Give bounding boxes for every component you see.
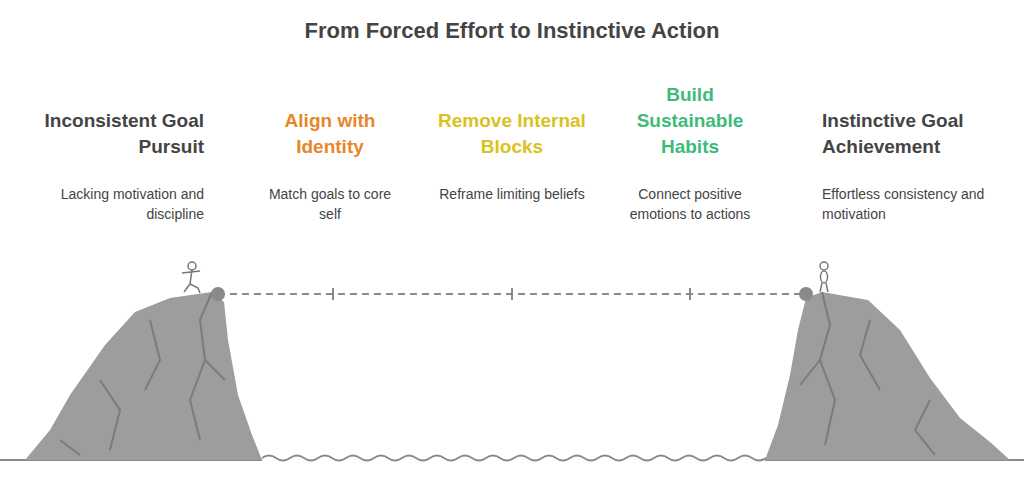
- step-heading: Align with Identity: [265, 108, 395, 160]
- bridge-start-dot: [211, 287, 225, 301]
- step-heading: Remove Internal Blocks: [432, 108, 592, 160]
- diagram-title: From Forced Effort to Instinctive Action: [0, 18, 1024, 44]
- bridge-end-dot: [799, 287, 813, 301]
- step-description: Match goals to core self: [265, 184, 395, 224]
- right-cliff: [765, 292, 1010, 460]
- step-heading: Instinctive Goal Achievement: [822, 108, 998, 160]
- walking-figure: [182, 262, 200, 293]
- dashed-bridge: [218, 288, 806, 300]
- step-heading: Inconsistent Goal Pursuit: [28, 108, 204, 160]
- step-description: Lacking motivation and discipline: [28, 184, 204, 224]
- step-description: Reframe limiting beliefs: [432, 184, 592, 204]
- step-heading: Build Sustainable Habits: [620, 82, 760, 160]
- left-cliff: [25, 292, 262, 460]
- step-description: Effortless consistency and motivation: [822, 184, 998, 224]
- standing-figure: [820, 262, 828, 292]
- step-description: Connect positive emotions to actions: [620, 184, 760, 224]
